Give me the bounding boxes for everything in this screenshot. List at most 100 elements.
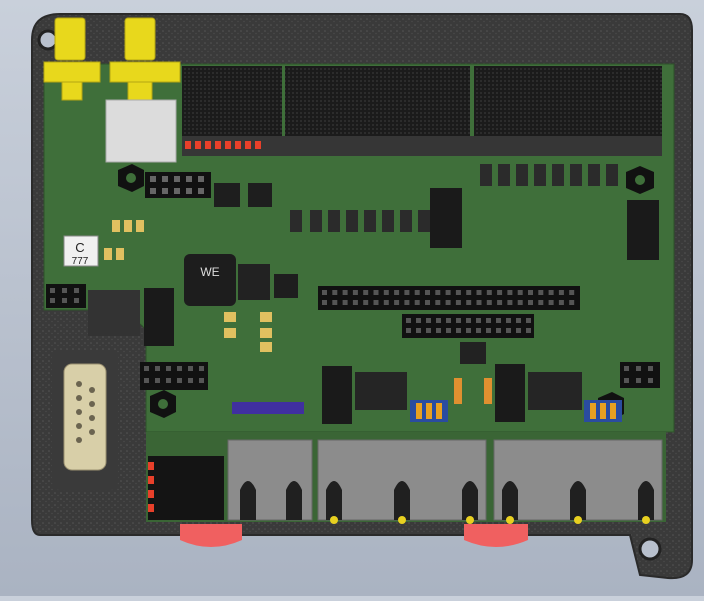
din-clip-left — [180, 524, 242, 547]
ic-chip — [495, 364, 525, 422]
header-pin — [177, 378, 182, 383]
mount-hole-bottom-right — [638, 537, 662, 561]
header-pin — [425, 290, 430, 295]
header-pin — [455, 290, 461, 295]
header-pin — [404, 290, 410, 295]
header-pin — [476, 290, 482, 295]
board-label-box — [63, 235, 99, 267]
header-pin — [558, 300, 564, 305]
ic-chip — [248, 183, 272, 207]
header-pin — [426, 318, 431, 323]
header-pin — [456, 318, 461, 323]
header-pin — [466, 300, 472, 305]
header-pin — [516, 328, 521, 333]
header-pin — [414, 290, 420, 295]
header-pin — [497, 290, 503, 295]
ic-chip — [88, 290, 140, 336]
header-pin — [352, 290, 358, 295]
header-pin — [446, 328, 451, 333]
header-pin — [188, 366, 193, 371]
header-pin — [466, 328, 471, 333]
terminal-connector — [148, 456, 224, 520]
header-pin — [436, 328, 441, 333]
led-dots — [330, 516, 650, 524]
ic-chip — [528, 372, 582, 410]
header-pin — [476, 300, 482, 305]
header-pin — [332, 300, 338, 305]
header-frame — [182, 136, 662, 156]
header-pin — [414, 300, 420, 305]
capacitors — [104, 220, 272, 352]
header-pin — [445, 300, 451, 305]
pin-header-low-left — [140, 362, 208, 390]
header-pin — [538, 300, 544, 305]
header-pin — [624, 366, 629, 371]
header-pin — [155, 378, 160, 383]
header-pin — [476, 318, 481, 323]
header-pin — [166, 378, 171, 383]
header-pin — [342, 300, 348, 305]
header-pin — [406, 318, 411, 323]
header-pin — [62, 288, 67, 293]
header-pin — [383, 300, 389, 305]
header-pin — [506, 318, 511, 323]
header-pin — [486, 290, 492, 295]
header-pin — [446, 318, 451, 323]
ic-chip — [355, 372, 407, 410]
board-number: 777 — [72, 256, 89, 267]
header-pin — [624, 378, 629, 383]
header-pin — [332, 290, 338, 295]
header-pin — [74, 288, 79, 293]
resistor — [484, 378, 492, 404]
header-pin — [188, 378, 193, 383]
rj45-openings — [240, 481, 654, 520]
pin-header-right — [620, 362, 660, 388]
ic-chip — [274, 274, 298, 298]
header-pin — [569, 300, 575, 305]
terminal-block-3 — [474, 66, 662, 136]
red-pins — [148, 462, 154, 512]
jumper-block — [410, 400, 622, 422]
header-pin — [497, 300, 503, 305]
header-pin — [383, 290, 389, 295]
header-pin — [517, 290, 523, 295]
header-pin — [373, 300, 379, 305]
ic-chip — [627, 200, 659, 260]
header-pin — [166, 366, 171, 371]
header-pin — [558, 290, 564, 295]
mount-hole-top-left — [37, 29, 59, 51]
header-pin — [506, 328, 511, 333]
header-pin — [528, 300, 533, 305]
header-pin — [569, 290, 575, 295]
header-pin — [486, 318, 491, 323]
terminal-block-2 — [285, 66, 470, 136]
header-pin — [394, 300, 400, 305]
header-pin — [517, 300, 523, 305]
header-pin — [648, 378, 653, 383]
din-clip-right — [464, 524, 528, 547]
header-pin — [155, 366, 160, 371]
header-pin — [496, 318, 501, 323]
pin-header-pins — [50, 288, 653, 383]
header-pin — [406, 328, 411, 333]
header-pin — [476, 328, 481, 333]
header-pin — [425, 300, 430, 305]
resistor — [454, 378, 462, 404]
header-pin — [50, 298, 55, 303]
header-pin — [486, 328, 491, 333]
header-pin — [648, 366, 653, 371]
ic-chip — [322, 366, 352, 424]
ribbon-connector — [232, 402, 304, 414]
header-pin — [455, 300, 461, 305]
ic-chip — [214, 183, 240, 207]
header-pin — [548, 290, 554, 295]
header-pin — [538, 290, 544, 295]
header-pin — [456, 328, 461, 333]
header-pin — [373, 290, 379, 295]
board-label: C — [75, 240, 84, 255]
ic-chip — [430, 188, 462, 248]
ic-chip — [460, 342, 486, 364]
header-pin — [486, 300, 492, 305]
header-pin — [636, 378, 641, 383]
